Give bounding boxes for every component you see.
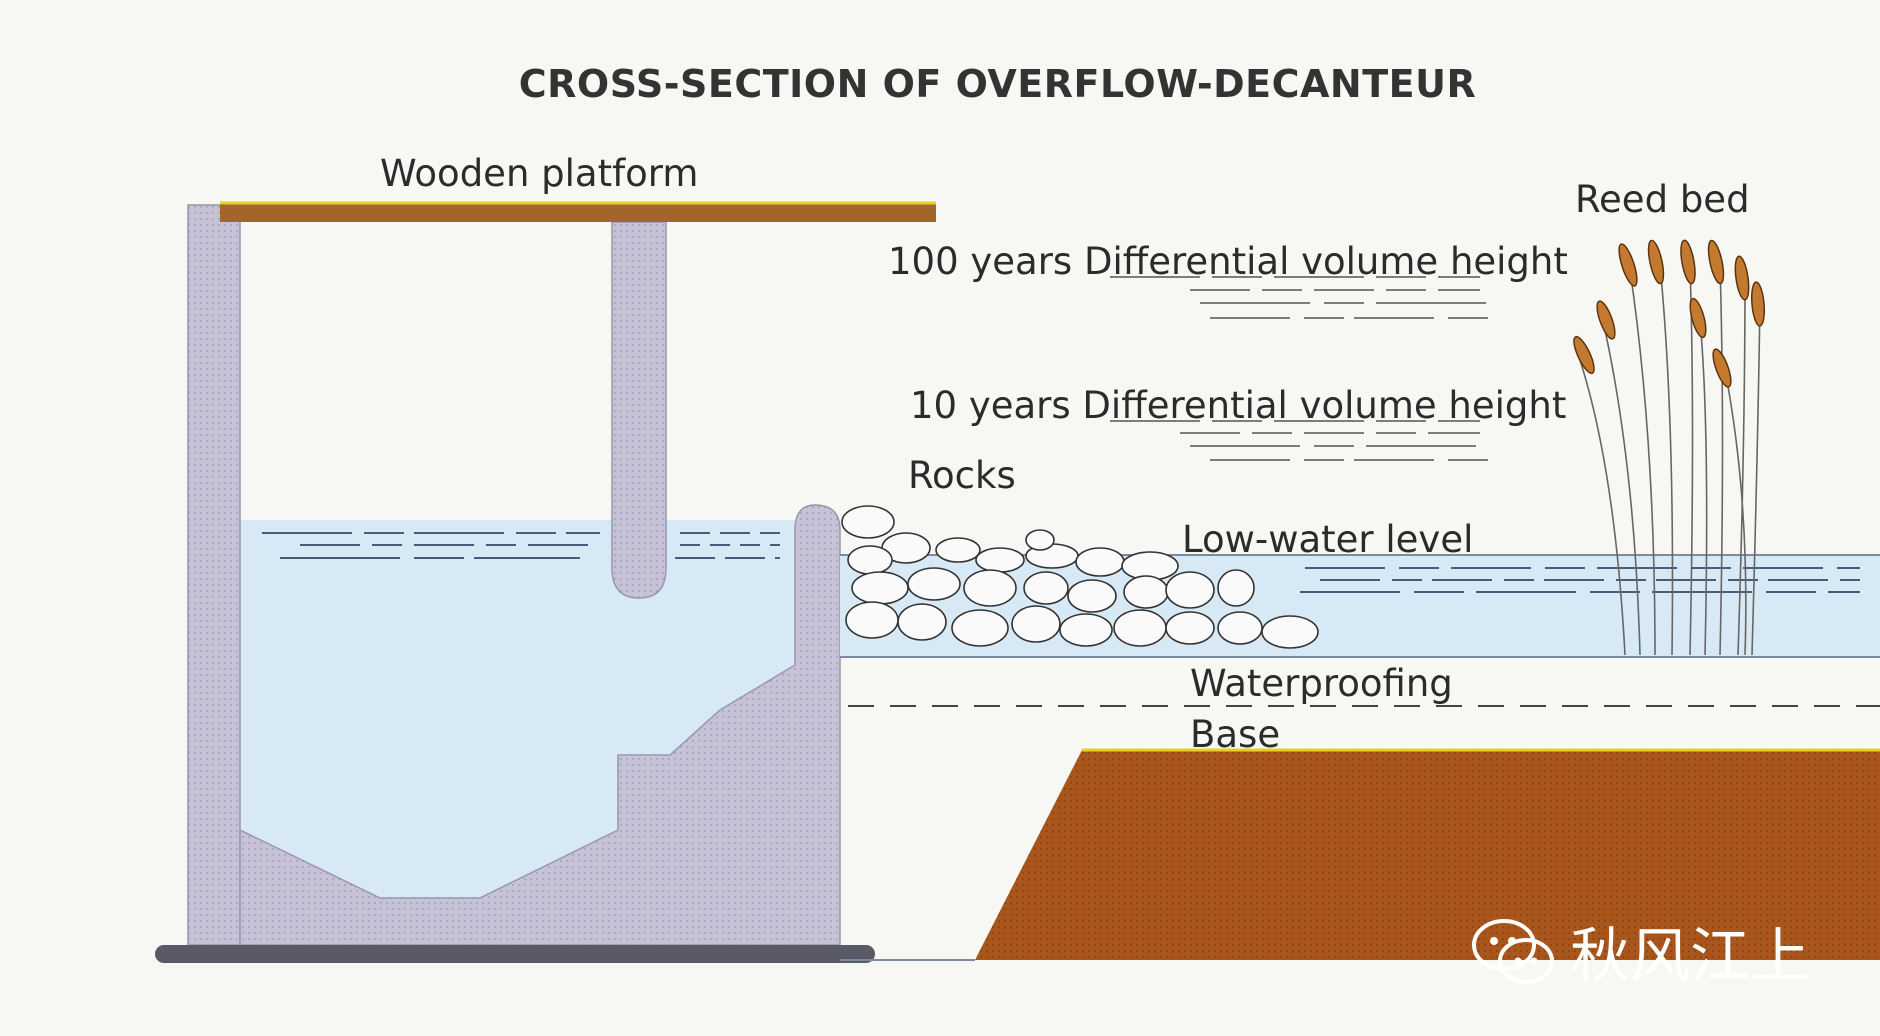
earth-base: [975, 750, 1880, 960]
tank-water-lines: [262, 532, 780, 559]
tank-footing: [155, 945, 875, 963]
reed-heads: [1573, 239, 1766, 388]
height-10-lines: [1110, 420, 1490, 461]
wooden-platform-label: Wooden platform: [380, 152, 699, 195]
tank-left-wall: [187, 204, 241, 946]
wooden-platform: [220, 203, 936, 222]
reed-bed-label: Reed bed: [1575, 178, 1750, 221]
rock-pile: [841, 505, 1319, 649]
tank-water: [240, 520, 795, 898]
height-100-label: 100 years Differential volume height: [888, 240, 1568, 283]
watermark-text: 秋风江上: [1570, 922, 1810, 992]
watermark: 秋风江上: [1472, 908, 1810, 995]
wechat-icon: [1472, 918, 1554, 984]
pond-water-lines: [1300, 567, 1860, 593]
low-water-label: Low-water level: [1182, 518, 1474, 561]
waterproofing-label: Waterproofing: [1190, 662, 1453, 705]
height-100-lines: [1110, 276, 1490, 319]
base-label: Base: [1190, 713, 1281, 756]
overflow-baffle: [611, 221, 667, 599]
tank-floor-and-right-wall: [239, 504, 841, 946]
diagram-title: CROSS-SECTION OF OVERFLOW-DECANTEUR: [518, 62, 1477, 106]
reed-stems: [1579, 264, 1761, 656]
rocks-label: Rocks: [908, 454, 1016, 497]
height-10-label: 10 years Differential volume height: [910, 384, 1567, 427]
